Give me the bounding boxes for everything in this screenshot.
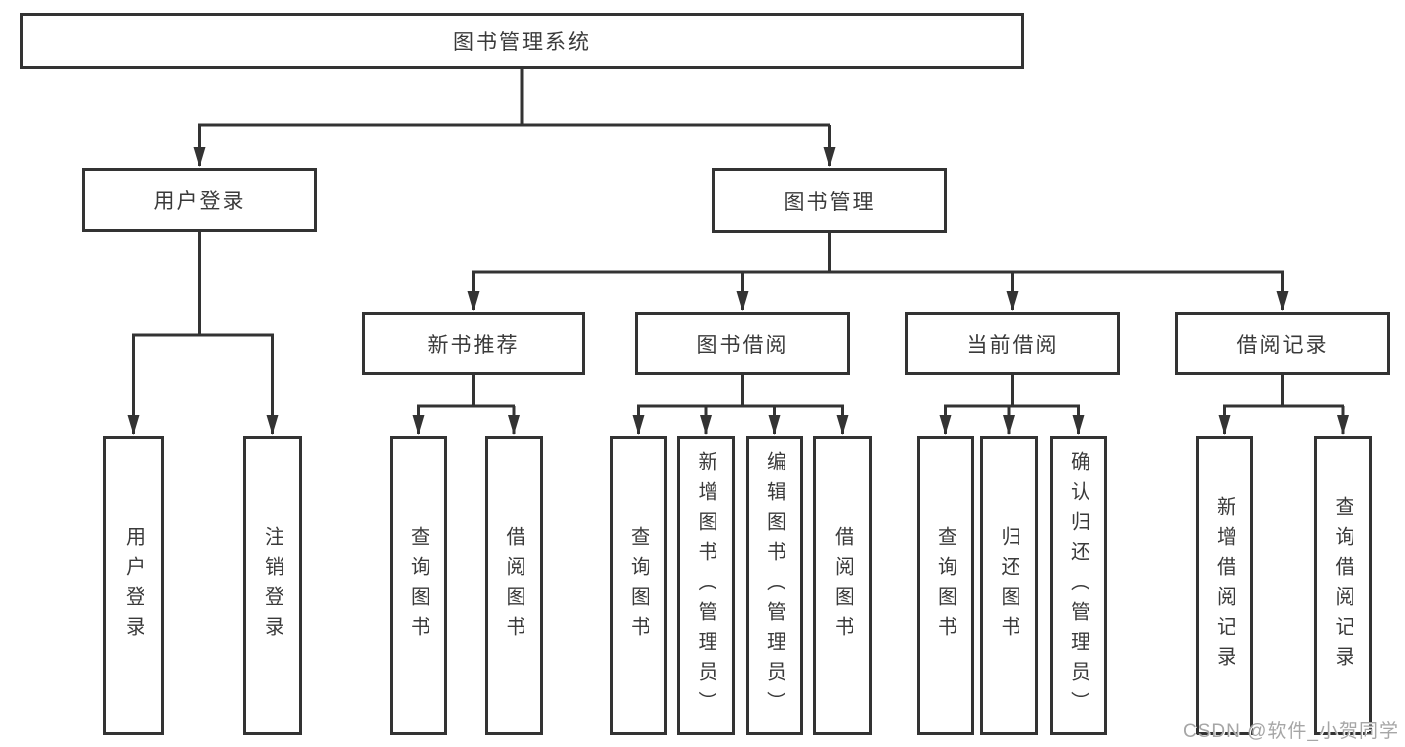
node-label: 新书推荐 (427, 333, 520, 357)
node-label: 确认归还（管理员） (1068, 450, 1089, 721)
node-borrow-records: 借阅记录 (1175, 312, 1390, 375)
node-label: 归还图书 (999, 525, 1019, 646)
leaf-current-query-books: 查询图书 (917, 436, 974, 735)
node-label: 借阅图书 (832, 525, 853, 646)
node-label: 用户登录 (153, 190, 246, 213)
csdn-watermark: CSDN @软件_小贺同学 (1183, 721, 1399, 742)
node-label: 当前借阅 (966, 333, 1059, 357)
node-user-login: 用户登录 (82, 168, 317, 232)
node-label: 编辑图书（管理员） (764, 450, 785, 721)
node-label: 用户登录 (123, 525, 144, 646)
leaf-newbook-borrow-books: 借阅图书 (485, 436, 543, 735)
leaf-add-books-admin: 新增图书（管理员） (677, 436, 735, 735)
leaf-return-books: 归还图书 (980, 436, 1038, 735)
leaf-add-borrow-record: 新增借阅记录 (1196, 436, 1253, 735)
node-label: 查询借阅记录 (1333, 495, 1353, 676)
node-root-library-system: 图书管理系统 (20, 13, 1024, 69)
node-label: 查询图书 (408, 525, 429, 646)
leaf-edit-books-admin: 编辑图书（管理员） (746, 436, 803, 735)
node-label: 查询图书 (628, 525, 649, 646)
leaf-newbook-query-books: 查询图书 (390, 436, 447, 735)
node-label: 借阅图书 (504, 525, 524, 646)
node-new-book-recommend: 新书推荐 (362, 312, 585, 375)
leaf-borrow-query-books: 查询图书 (610, 436, 667, 735)
leaf-confirm-return-admin: 确认归还（管理员） (1050, 436, 1107, 735)
node-label: 新增图书（管理员） (696, 450, 716, 721)
leaf-user-login: 用户登录 (103, 436, 164, 735)
node-book-borrow: 图书借阅 (635, 312, 850, 375)
leaf-query-borrow-record: 查询借阅记录 (1314, 436, 1372, 735)
leaf-logout: 注销登录 (243, 436, 302, 735)
node-label: 注销登录 (262, 525, 283, 646)
node-label: 图书借阅 (696, 333, 789, 357)
node-current-borrow: 当前借阅 (905, 312, 1120, 375)
node-label: 新增借阅记录 (1214, 495, 1235, 676)
node-label: 图书管理 (783, 190, 876, 214)
leaf-borrow-books: 借阅图书 (813, 436, 872, 735)
node-book-management: 图书管理 (712, 168, 947, 233)
node-label: 借阅记录 (1236, 333, 1329, 357)
node-label: 查询图书 (935, 525, 956, 646)
node-label: 图书管理系统 (453, 31, 591, 54)
